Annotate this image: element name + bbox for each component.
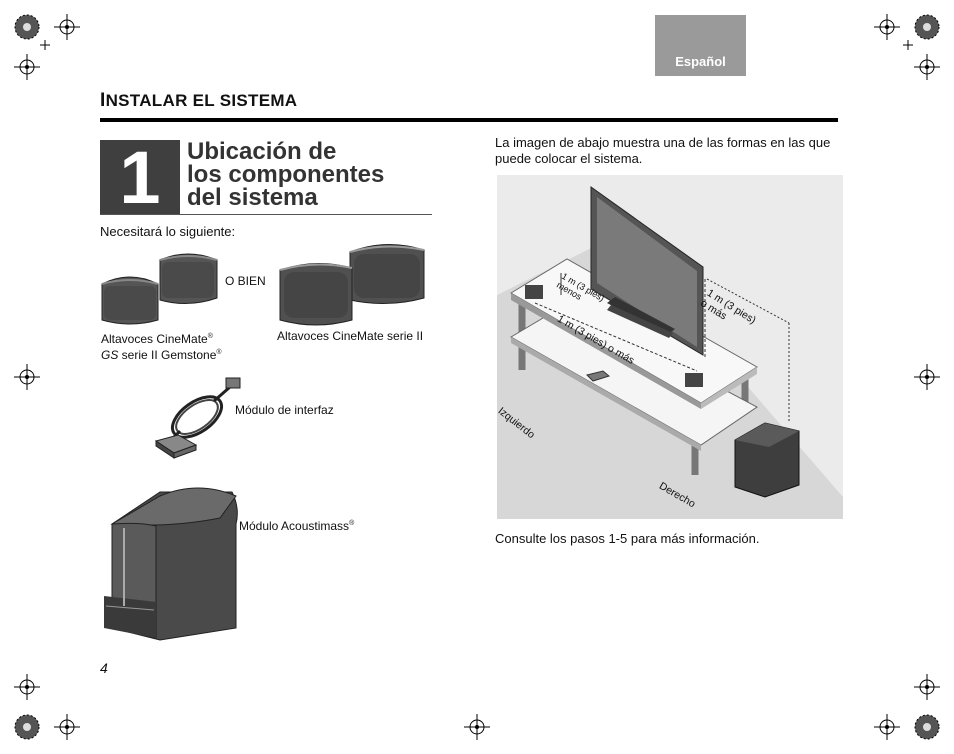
registered-mark: ® — [216, 349, 222, 356]
gs-label-line2: serie II Gemstone — [118, 348, 217, 362]
section-title-initial: I — [100, 90, 106, 111]
section-title: INSTALAR EL SISTEMA — [100, 90, 297, 112]
series2-speakers-label: Altavoces CineMate serie II — [277, 329, 424, 343]
section-rule — [100, 118, 838, 122]
interface-module-label: Módulo de interfaz — [235, 403, 334, 417]
footer-text: Consulte los pasos 1-5 para más informac… — [495, 531, 760, 546]
interface-module-illustration — [154, 377, 241, 459]
step-title-line: Ubicación de — [187, 138, 337, 165]
acoustimass-module-label: Módulo Acoustimass® — [239, 519, 354, 533]
placement-diagram: Izquierdo Derecho 1 m (3 pies) o más 1 m… — [497, 175, 843, 519]
step-title-line: del sistema — [187, 184, 318, 211]
series2-speakers-illustration — [279, 243, 425, 326]
step-underline — [100, 214, 432, 215]
registered-mark: ® — [207, 333, 213, 340]
or-label: O BIEN — [225, 274, 266, 288]
language-tab: Español — [655, 15, 746, 76]
page-number: 4 — [100, 660, 108, 676]
step-number: 1 — [100, 140, 180, 216]
step-title-line: los componentes — [187, 161, 385, 188]
gs-label-italic: GS — [101, 348, 119, 362]
intro-text: La imagen de abajo muestra una de las fo… — [495, 135, 831, 166]
acoustimass-module-illustration — [104, 487, 238, 641]
registered-mark: ® — [349, 520, 355, 527]
section-title-rest: NSTALAR EL SISTEMA — [105, 91, 298, 110]
needs-text: Necesitará lo siguiente: — [100, 224, 236, 239]
gs-label-line1: Altavoces CineMate — [101, 332, 208, 346]
room-scene — [497, 175, 843, 519]
gs-speakers-label: Altavoces CineMate® GS serie II Gemstone… — [101, 330, 222, 362]
gs-speakers-illustration — [101, 253, 218, 325]
acoustimass-label-text: Módulo Acoustimass — [239, 519, 350, 533]
step-title: Ubicación de los componentes del sistema — [187, 138, 385, 211]
